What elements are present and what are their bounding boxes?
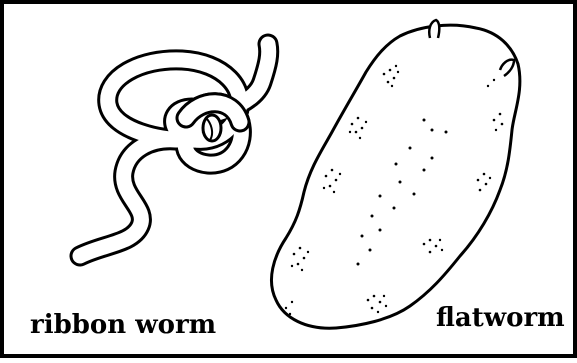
ribbon-worm-label: ribbon worm (30, 310, 216, 340)
flatworm-auricle-left (429, 20, 439, 38)
flatworm-label: flatworm (436, 303, 565, 333)
